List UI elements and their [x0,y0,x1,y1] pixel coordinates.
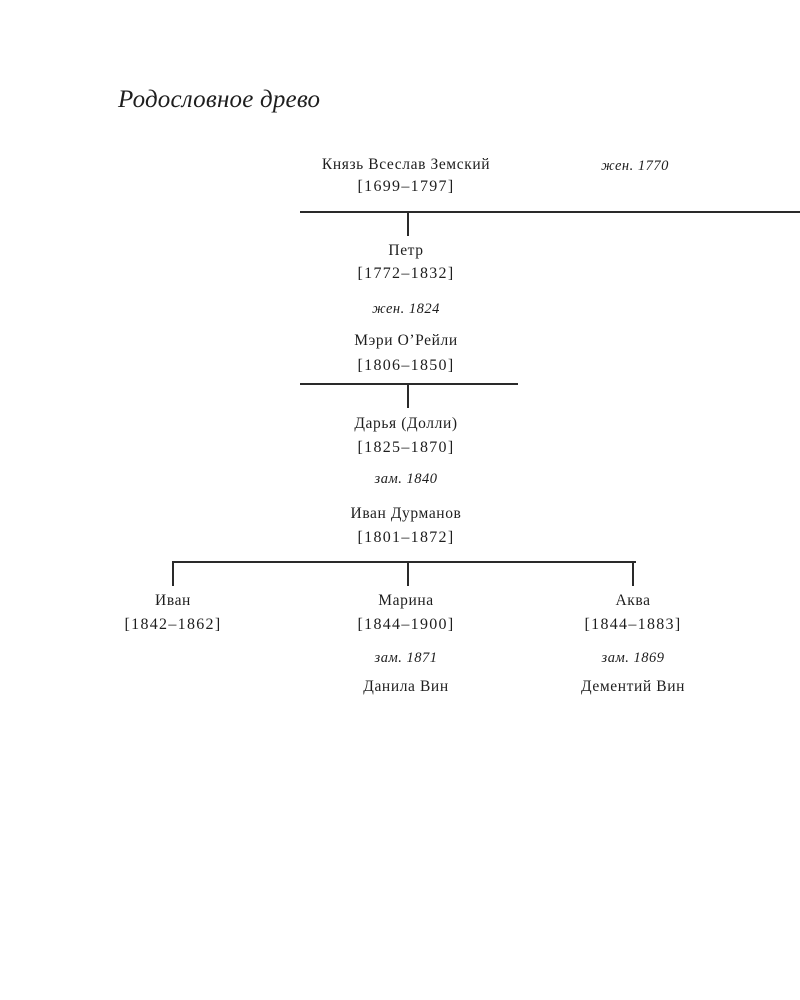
gen3-children-line [172,561,636,563]
petr-name: Петр [388,242,424,259]
gen1-spouse-line [300,211,800,213]
mary-years: [1806–1850] [357,357,455,374]
ivan-durmanov-years: [1801–1872] [357,529,455,546]
darya-marriage: зам. 1840 [374,471,438,487]
ivan-durmanov-name: Иван Дурманов [350,505,462,522]
darya-years: [1825–1870] [357,439,455,456]
petr-years: [1772–1832] [357,265,455,282]
marina-years: [1844–1900] [357,616,455,633]
akva-name: Аква [615,592,651,609]
page-title: Родословное древо [118,86,321,113]
gen2-descent-line [407,384,409,408]
ivan-years: [1842–1862] [124,616,222,633]
akva-years: [1844–1883] [584,616,682,633]
dementiy-vin-name: Дементий Вин [581,678,685,695]
ivan-name: Иван [155,592,191,609]
child-akva-drop [632,562,634,586]
ancestor-marriage: жен. 1770 [601,158,669,174]
ancestor-years: [1699–1797] [357,178,455,195]
mary-name: Мэри О’Рейли [354,332,458,349]
gen2-family-line [300,383,518,385]
akva-marriage: зам. 1869 [601,650,665,666]
child-marina-drop [407,562,409,586]
petr-marriage: жен. 1824 [372,301,440,317]
child-ivan-drop [172,562,174,586]
ancestor-name: Князь Всеслав Земский [321,156,491,173]
marina-name: Марина [378,592,434,609]
danila-vin-name: Данила Вин [363,678,449,695]
darya-name: Дарья (Долли) [354,415,458,432]
marina-marriage: зам. 1871 [374,650,438,666]
gen1-descent-line [407,212,409,236]
